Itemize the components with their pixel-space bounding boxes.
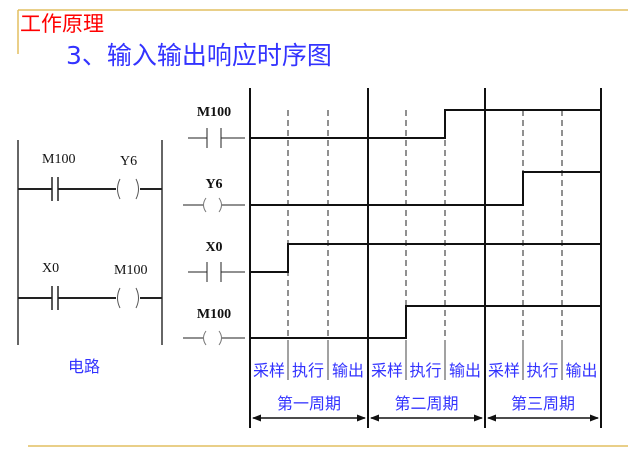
section-title: 工作原理 (20, 12, 104, 36)
phase-label: 采样 (488, 361, 520, 380)
coil-label: M100 (114, 263, 147, 278)
signal-label: Y6 (205, 177, 222, 192)
contact-label: M100 (42, 152, 75, 167)
circuit-caption: 电路 (68, 357, 100, 376)
phase-label: 执行 (292, 361, 324, 380)
coil-icon (117, 287, 121, 309)
signal-waveform (250, 109, 601, 139)
signal-label: M100 (197, 307, 231, 322)
phase-label: 输出 (565, 361, 597, 380)
phase-label: 执行 (526, 361, 558, 380)
contact-label: X0 (42, 261, 59, 276)
rung: X0 M100 (18, 261, 162, 310)
signal-label: X0 (205, 240, 222, 255)
signal-label: M100 (197, 105, 231, 120)
phase-label: 采样 (253, 361, 285, 380)
slide-title: 3、输入输出响应时序图 (66, 41, 332, 70)
cycle-label: 第二周期 (394, 394, 458, 413)
coil-icon (117, 178, 121, 200)
signal-waveform (250, 243, 601, 273)
rung: M100 Y6 (18, 152, 162, 201)
phase-label: 执行 (409, 361, 441, 380)
signal-waveform (250, 305, 601, 339)
cycle-label: 第一周期 (277, 394, 341, 413)
signal-waveform (250, 171, 601, 206)
phase-label: 输出 (332, 361, 364, 380)
coil-label: Y6 (120, 154, 137, 169)
phase-label: 采样 (371, 361, 403, 380)
phase-label: 输出 (449, 361, 481, 380)
cycle-label: 第三周期 (511, 394, 575, 413)
